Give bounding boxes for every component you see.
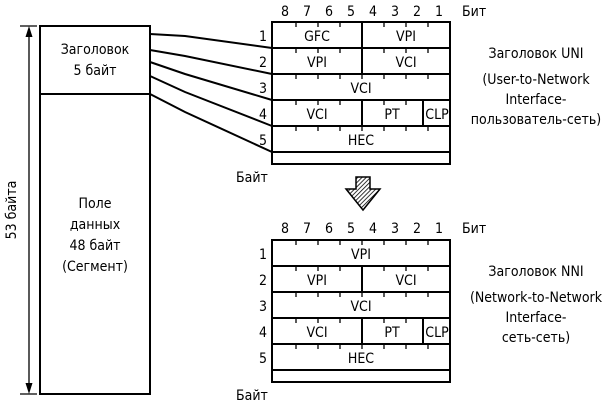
nni-header-table: 8 7 6 5 4 3 2 1 Бит 1 2 3 4 5 VPI VPI VC… — [236, 221, 486, 404]
uni-bit-7: 7 — [303, 4, 311, 20]
nni-row-4-number: 4 — [259, 325, 267, 341]
uni-field-vci-3: VCI — [350, 81, 371, 97]
uni-row-2-number: 2 — [259, 55, 267, 71]
nni-row-5-number: 5 — [259, 351, 267, 367]
uni-caption-line-3: Interface- — [506, 92, 567, 108]
nni-bit-2: 2 — [413, 221, 421, 237]
nni-field-vci-4: VCI — [306, 325, 327, 341]
nni-caption-line-2: (Network-to-Network — [470, 290, 603, 306]
uni-byte-label: Байт — [236, 170, 268, 186]
uni-bit-8: 8 — [281, 4, 289, 20]
uni-caption-line-2: (User-to-Network — [482, 72, 590, 88]
uni-bit-2: 2 — [413, 4, 421, 20]
nni-row-1-number: 1 — [259, 247, 267, 263]
nni-bit-5: 5 — [347, 221, 355, 237]
nni-bit-4: 4 — [369, 221, 377, 237]
nni-bit-1: 1 — [435, 221, 443, 237]
uni-field-vpi-2: VPI — [307, 55, 327, 71]
nni-row-2-number: 2 — [259, 273, 267, 289]
cell-size-label: 53 байта — [4, 181, 20, 240]
uni-field-gfc: GFC — [304, 29, 330, 45]
uni-field-vpi-1: VPI — [396, 29, 416, 45]
uni-bit-label: Бит — [462, 4, 486, 20]
nni-field-vci-2: VCI — [395, 273, 416, 289]
nni-field-vpi-2: VPI — [307, 273, 327, 289]
uni-bit-3: 3 — [391, 4, 399, 20]
uni-field-vci-2: VCI — [395, 55, 416, 71]
nni-byte-label: Байт — [236, 388, 268, 404]
nni-field-pt: PT — [384, 325, 400, 341]
nni-field-clp: CLP — [425, 325, 449, 341]
uni-field-vci-4: VCI — [306, 107, 327, 123]
payload-label-line-2: данных — [70, 217, 121, 233]
nni-field-vci-3: VCI — [350, 299, 371, 315]
nni-field-hec: HEC — [348, 351, 374, 367]
uni-row-4-number: 4 — [259, 107, 267, 123]
nni-bit-6: 6 — [325, 221, 333, 237]
payload-label-line-1: Поле — [79, 196, 112, 212]
uni-bit-6: 6 — [325, 4, 333, 20]
down-arrow-icon — [344, 176, 382, 212]
uni-caption: Заголовок UNI (User-to-Network Interface… — [471, 46, 601, 128]
nni-bit-label: Бит — [462, 221, 486, 237]
payload-label-line-3: 48 байт — [69, 238, 120, 254]
uni-bit-4: 4 — [369, 4, 377, 20]
payload-label-line-4: (Сегмент) — [62, 259, 128, 275]
nni-caption-line-1: Заголовок NNI — [488, 264, 583, 280]
uni-caption-line-1: Заголовок UNI — [489, 46, 584, 62]
nni-caption-line-4: сеть-сеть) — [502, 330, 570, 346]
nni-bit-8: 8 — [281, 221, 289, 237]
nni-bit-7: 7 — [303, 221, 311, 237]
nni-caption: Заголовок NNI (Network-to-Network Interf… — [470, 264, 603, 346]
uni-field-clp: CLP — [425, 107, 449, 123]
nni-bit-3: 3 — [391, 221, 399, 237]
uni-field-pt: PT — [384, 107, 400, 123]
uni-field-hec: HEC — [348, 133, 374, 149]
atm-cell: Заголовок 5 байт Поле данных 48 байт (Се… — [39, 25, 151, 395]
nni-field-vpi-1: VPI — [351, 247, 371, 263]
uni-header-table: 8 7 6 5 4 3 2 1 Бит 1 2 3 4 5 GFC VPI VP… — [236, 4, 486, 186]
uni-caption-line-4: пользователь-сеть) — [471, 112, 601, 128]
nni-row-3-number: 3 — [259, 299, 267, 315]
nni-caption-line-3: Interface- — [506, 310, 567, 326]
uni-bit-5: 5 — [347, 4, 355, 20]
header-expansion-lines — [149, 33, 273, 153]
uni-row-5-number: 5 — [259, 133, 267, 149]
header-label-line-1: Заголовок — [61, 42, 130, 58]
uni-row-1-number: 1 — [259, 29, 267, 45]
header-label-line-2: 5 байт — [73, 63, 116, 79]
uni-bit-1: 1 — [435, 4, 443, 20]
cell-size-dimension: 53 байта — [4, 25, 37, 395]
uni-row-3-number: 3 — [259, 81, 267, 97]
